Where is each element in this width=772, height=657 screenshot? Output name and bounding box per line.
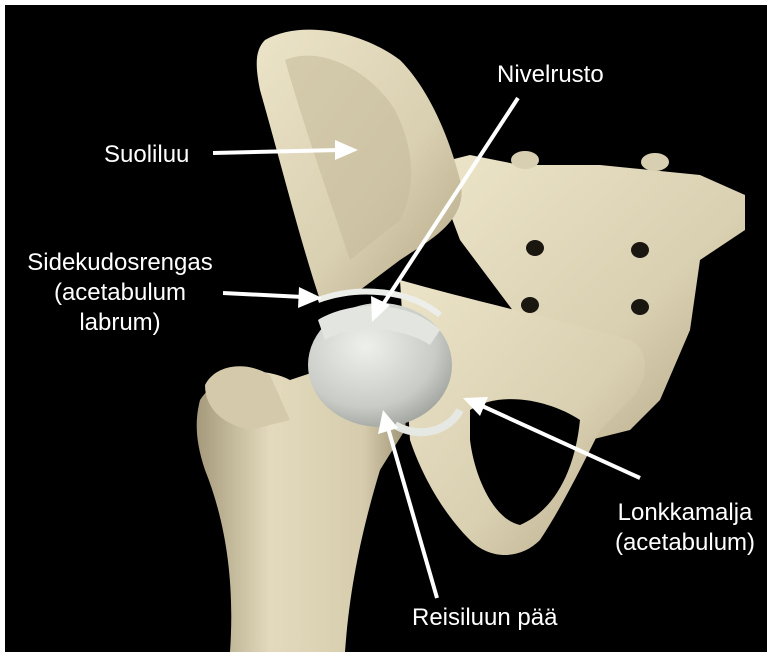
label-suoliluu: Suoliluu <box>104 140 189 170</box>
label-reisiluun-paa: Reisiluun pää <box>412 603 557 633</box>
label-lonkkamalja: Lonkkamalja (acetabulum) <box>600 498 770 558</box>
label-sidekudosrengas-line2: (acetabulum <box>22 278 218 308</box>
sacral-foramen <box>631 299 649 315</box>
sacral-foramen <box>521 297 539 313</box>
label-lonkkamalja-line1: Lonkkamalja <box>600 498 770 528</box>
label-lonkkamalja-line2: (acetabulum) <box>600 528 770 558</box>
label-nivelrusto: Nivelrusto <box>497 60 604 90</box>
label-sidekudosrengas: Sidekudosrengas (acetabulum labrum) <box>22 248 218 338</box>
arrow-sidekudosrengas <box>223 293 303 297</box>
sacral-foramen <box>526 240 544 256</box>
sacral-foramen <box>631 242 649 258</box>
label-sidekudosrengas-line3: labrum) <box>22 308 218 338</box>
label-sidekudosrengas-line1: Sidekudosrengas <box>22 248 218 278</box>
